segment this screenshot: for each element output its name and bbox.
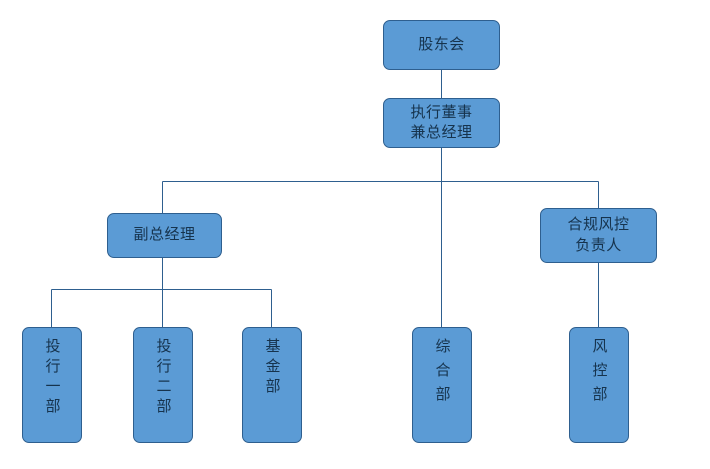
node-fund-dept[interactable]: 基金部 xyxy=(242,327,302,443)
node-ib-dept-1-label: 投行一部 xyxy=(43,338,61,418)
node-risk-dept[interactable]: 风控部 xyxy=(569,327,629,443)
node-deputy-gm-label: 副总经理 xyxy=(133,226,196,244)
node-risk-dept-label: 风控部 xyxy=(590,338,608,410)
node-compliance-head[interactable]: 合规风控 负责人 xyxy=(540,208,657,263)
node-exec-director[interactable]: 执行董事 兼总经理 xyxy=(383,98,500,148)
node-general-dept-label: 综合部 xyxy=(433,338,451,410)
node-compliance-head-line2: 负责人 xyxy=(575,236,622,254)
node-ib-dept-1[interactable]: 投行一部 xyxy=(22,327,82,443)
node-shareholders-label: 股东会 xyxy=(418,35,465,53)
node-ib-dept-2[interactable]: 投行二部 xyxy=(133,327,193,443)
node-fund-dept-label: 基金部 xyxy=(263,338,281,398)
node-general-dept[interactable]: 综合部 xyxy=(412,327,472,443)
node-exec-director-line1: 执行董事 xyxy=(410,103,473,121)
node-compliance-head-label: 合规风控 负责人 xyxy=(567,215,629,256)
node-exec-director-label: 执行董事 兼总经理 xyxy=(410,103,472,144)
node-compliance-head-line1: 合规风控 xyxy=(567,216,630,234)
node-deputy-gm[interactable]: 副总经理 xyxy=(107,213,222,258)
node-ib-dept-2-label: 投行二部 xyxy=(154,338,172,418)
node-exec-director-line2: 兼总经理 xyxy=(410,124,473,141)
node-shareholders[interactable]: 股东会 xyxy=(383,20,500,70)
